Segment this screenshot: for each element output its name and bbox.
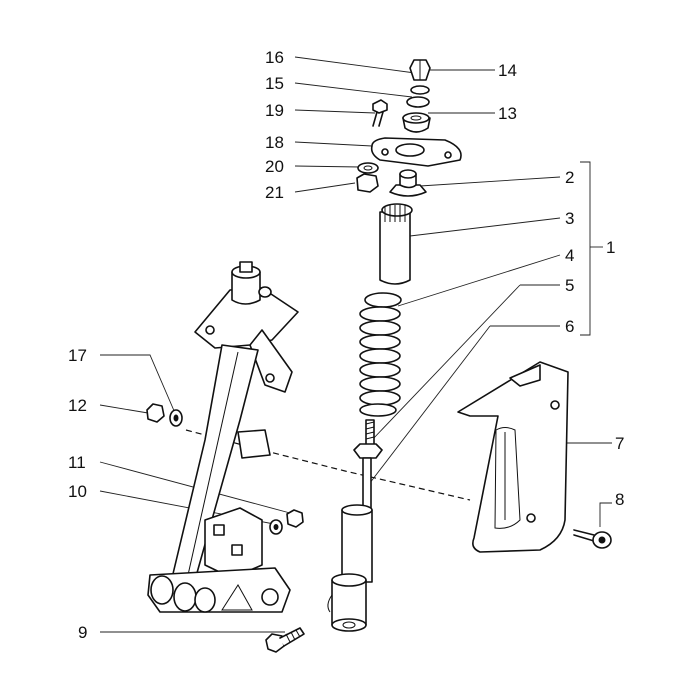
leader-lines <box>99 56 612 633</box>
lower-nut-washer <box>269 509 304 535</box>
callout-8: 8 <box>615 490 624 509</box>
callout-labels: 16 15 19 18 20 21 14 13 2 3 1 4 5 6 17 1… <box>68 48 624 642</box>
nut-washer-pair <box>146 403 183 427</box>
callout-11: 11 <box>68 453 86 472</box>
callout-5: 5 <box>565 276 574 295</box>
callout-14: 14 <box>498 61 517 80</box>
shock-absorber-assembly <box>327 59 462 632</box>
callout-9: 9 <box>78 623 87 642</box>
side-bolt <box>573 529 612 549</box>
callout-15: 15 <box>265 74 284 93</box>
callout-21: 21 <box>265 183 284 202</box>
callout-16: 16 <box>265 48 284 67</box>
callout-3: 3 <box>565 209 574 228</box>
callout-6: 6 <box>565 317 574 336</box>
callout-20: 20 <box>265 157 284 176</box>
callout-17: 17 <box>68 346 87 365</box>
side-cover-panel <box>457 361 569 553</box>
swing-arm-frame <box>147 261 299 613</box>
callout-10: 10 <box>68 482 87 501</box>
callout-13: 13 <box>498 104 517 123</box>
callout-18: 18 <box>265 133 284 152</box>
bottom-bolt <box>265 627 305 653</box>
callout-19: 19 <box>265 101 284 120</box>
callout-2: 2 <box>565 168 574 187</box>
callout-7: 7 <box>615 434 624 453</box>
coil-spring <box>359 292 402 417</box>
callout-1: 1 <box>606 238 615 257</box>
callout-12: 12 <box>68 396 87 415</box>
callout-4: 4 <box>565 246 574 265</box>
